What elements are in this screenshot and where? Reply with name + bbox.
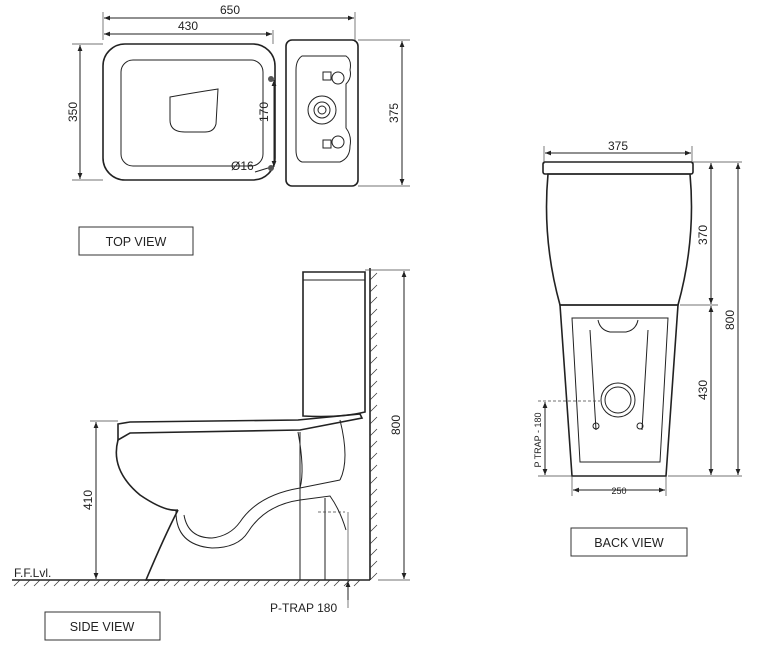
back-view: 375 370 430 800 250 P TRAP - 180	[533, 139, 742, 557]
side-wall-hatch	[369, 272, 378, 581]
back-overall-height-dim: 800	[723, 310, 737, 330]
top-overall-length-dim: 650	[220, 3, 240, 17]
top-view-label: TOP VIEW	[106, 235, 167, 249]
top-bowl-width-dim: 350	[66, 102, 80, 122]
side-seat	[117, 413, 364, 442]
side-tank	[302, 271, 366, 418]
back-fixing-hole-right	[636, 422, 644, 430]
top-overall-width-dim: 375	[387, 103, 401, 123]
side-trapway-inner	[183, 479, 341, 539]
side-trapway-outer	[175, 495, 347, 549]
back-view-label: BACK VIEW	[594, 536, 664, 550]
back-tank-lid	[542, 161, 694, 175]
back-view-label-box	[570, 527, 688, 557]
top-flush-valve	[307, 95, 337, 125]
back-base-height-dim: 430	[696, 380, 710, 400]
top-fixing-hole-lower	[268, 165, 274, 171]
back-width-dim: 375	[608, 139, 628, 153]
top-seat-opening	[120, 59, 264, 167]
top-tank-outline	[285, 39, 359, 187]
side-pedestal-front	[144, 509, 179, 581]
back-base-width-dim: 250	[611, 486, 626, 496]
side-view-label-box	[44, 611, 161, 641]
back-tank-height-dim: 370	[696, 225, 710, 245]
back-trap-outlet	[600, 382, 636, 418]
side-view-label: SIDE VIEW	[70, 620, 135, 634]
top-view-label-box	[78, 226, 194, 256]
side-bowl-front	[115, 439, 179, 512]
side-trap-dim: P-TRAP 180	[270, 601, 337, 615]
top-bowl-length-dim: 430	[178, 19, 198, 33]
top-fixing-hole-upper	[268, 76, 274, 82]
top-hole-diameter-dim: Ø16	[231, 159, 254, 173]
back-fixing-hole-left	[592, 422, 600, 430]
top-bowl-shape	[169, 88, 219, 133]
side-rim-height-dim: 410	[81, 490, 95, 510]
back-trap-dim: P TRAP - 180	[533, 412, 543, 467]
top-view: 650 430 350 375 170	[66, 3, 410, 256]
side-floor-level-label: F.F.Lvl.	[14, 566, 51, 580]
back-base-inner	[571, 317, 669, 463]
top-tank-inner	[295, 55, 351, 163]
back-tank-body	[545, 173, 693, 306]
top-hole-spacing-dim: 170	[257, 102, 271, 122]
side-floor-hatch	[13, 579, 361, 587]
side-view: F.F.Lvl.	[12, 268, 410, 641]
side-overall-height-dim: 800	[389, 415, 403, 435]
